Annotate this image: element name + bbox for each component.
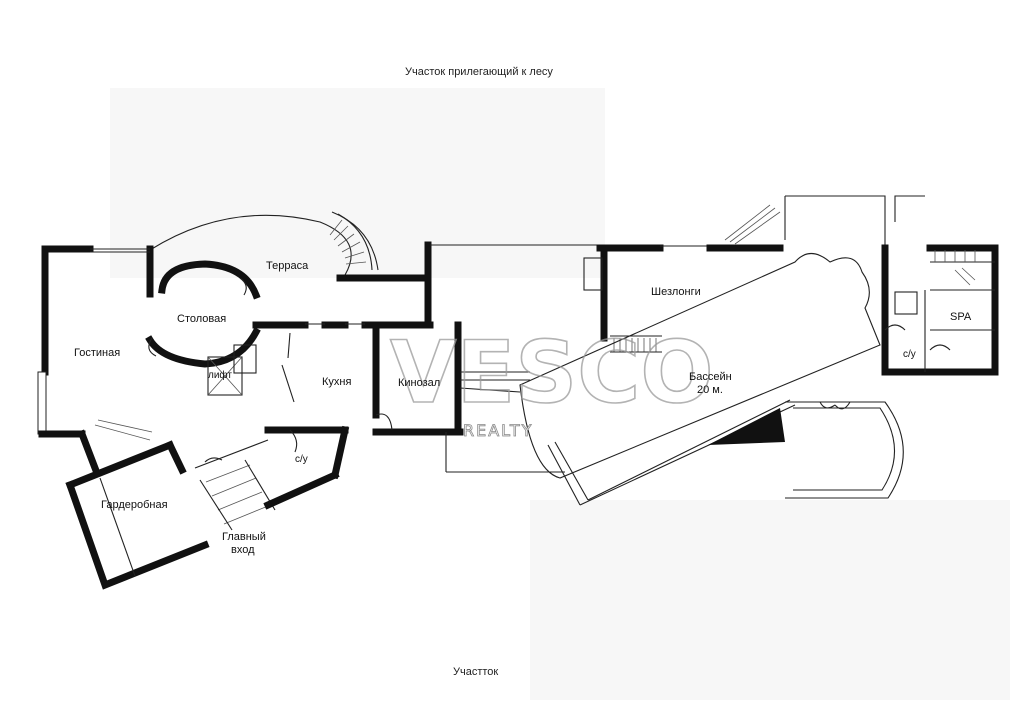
watermark: VESCO REALTY — [389, 322, 714, 440]
watermark-brand: VESCO — [390, 323, 713, 423]
label-pool-1: Бассейн — [689, 371, 732, 383]
label-lift: лифт — [208, 369, 232, 381]
labels: Участок прилегающий к лесу Участток Терр… — [74, 66, 972, 678]
background-texture — [110, 88, 1010, 700]
terrace — [149, 211, 432, 282]
kitchen — [252, 321, 434, 434]
label-living: Гостиная — [74, 347, 120, 359]
label-spa: SPA — [950, 311, 972, 323]
label-loungers: Шезлонги — [651, 286, 701, 298]
cinema — [372, 241, 600, 473]
label-dining: Столовая — [177, 313, 226, 325]
label-cinema: Кинозал — [398, 377, 440, 389]
label-entrance-2: вход — [231, 544, 255, 556]
label-kitchen: Кухня — [322, 376, 351, 388]
pool — [519, 252, 881, 506]
loungers-hall — [583, 244, 784, 353]
living-room — [37, 245, 154, 438]
label-terrace: Терраса — [266, 260, 309, 272]
bottom-site-label: Участток — [453, 666, 498, 678]
lift — [207, 344, 257, 396]
watermark-sub: REALTY — [463, 421, 533, 440]
label-pool-2: 20 м. — [697, 384, 723, 396]
wardrobe — [65, 419, 210, 590]
label-wc-right: с/у — [903, 349, 916, 360]
rotunda — [785, 401, 904, 499]
spa-block — [724, 195, 999, 376]
label-wc-left: с/у — [295, 454, 308, 465]
dining-room — [145, 260, 261, 368]
label-wardrobe: Гардеробная — [101, 499, 168, 511]
label-entrance-1: Главный — [222, 531, 266, 543]
top-site-label: Участок прилегающий к лесу — [405, 66, 553, 78]
main-entrance — [165, 425, 350, 531]
